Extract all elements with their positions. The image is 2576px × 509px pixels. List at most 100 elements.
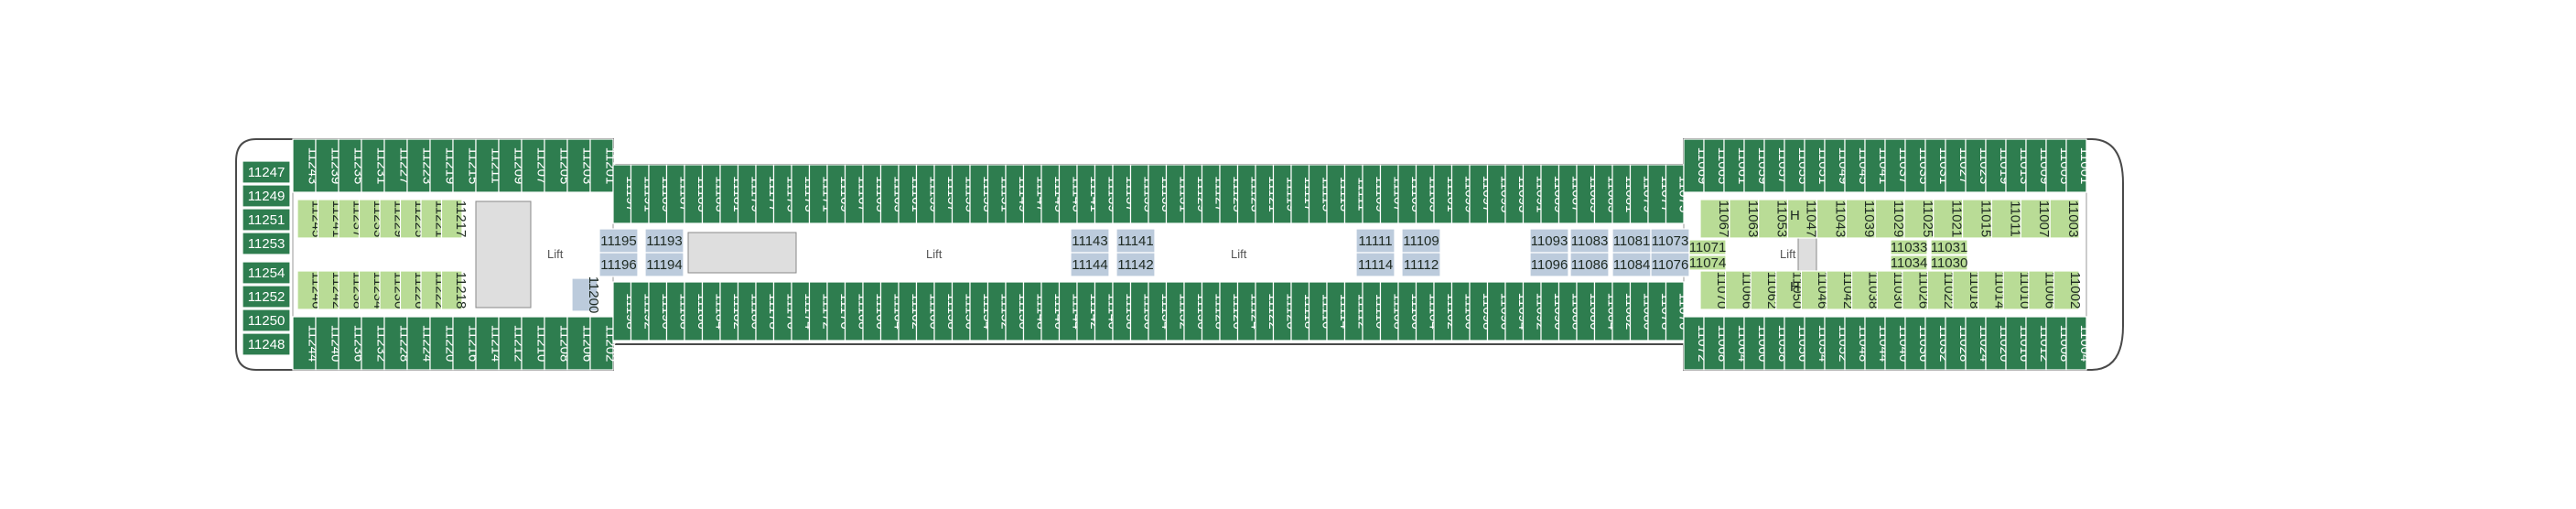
aft-lift-label: Lift — [547, 247, 564, 261]
cabin-shape — [1699, 270, 1727, 310]
stern-cabin[interactable]: 11253 — [242, 232, 291, 255]
cabin-number: 11093 — [1531, 233, 1568, 249]
stern-cabin[interactable]: 11247 — [242, 160, 291, 184]
cabin-shape — [406, 316, 431, 371]
fore-balcony-cabin[interactable]: 11001 — [2065, 138, 2093, 193]
cabin-shape — [589, 316, 614, 371]
fore-oceanview-cabin[interactable]: 11007 — [2020, 199, 2052, 239]
cabin-number: 11112 — [1404, 257, 1439, 273]
mid-interior-cabin[interactable]: 11073 — [1650, 228, 1690, 254]
mid-interior-cabin[interactable]: 11112 — [1401, 252, 1441, 277]
mid-interior-cabin[interactable]: 11083 — [1569, 228, 1610, 254]
mid-interior-cabin[interactable]: 11144 — [1070, 252, 1110, 277]
fore-oceanview-cabin[interactable]: 11003 — [2049, 199, 2081, 239]
stern-cabin[interactable]: 11250 — [242, 309, 291, 332]
cabin-number: 11217 — [453, 200, 469, 238]
cabin-shape — [1978, 270, 2004, 310]
cabin-number: 11251 — [248, 212, 286, 228]
cabin-number: 11114 — [1358, 257, 1393, 273]
mid-interior-cabin[interactable]: 11111 — [1355, 228, 1396, 254]
fore-balcony-cabin[interactable]: 11024 — [1965, 316, 1992, 371]
stern-cabin[interactable]: 11252 — [242, 285, 291, 309]
fore-balcony-cabin[interactable]: 11061 — [1723, 138, 1751, 193]
aft-oceanview-cabin[interactable]: 11217 — [440, 199, 469, 239]
cabin-shape — [544, 138, 568, 193]
cabin-shape — [566, 138, 591, 193]
aft-balcony-cabin[interactable]: 11236 — [338, 316, 367, 371]
mid-interior-cabin[interactable]: 11141 — [1116, 228, 1156, 254]
fore-balcony-cabin[interactable]: 11004 — [2065, 316, 2093, 371]
fore-oceanview-cabin[interactable]: 11029 — [1874, 199, 1906, 239]
mid-interior-cabin[interactable]: 11142 — [1116, 252, 1156, 277]
aft-oceanview-cabin[interactable]: 11218 — [440, 270, 469, 310]
fore-side-cabin[interactable]: 11030 — [1930, 254, 1968, 271]
cabin-number: 11083 — [1571, 233, 1609, 249]
aft-balcony-cabin[interactable]: 11215 — [452, 138, 481, 193]
mid-interior-cabin[interactable]: 11193 — [644, 228, 684, 254]
cabin-shape — [406, 138, 431, 193]
fore-oceanview-cabin[interactable]: 11063 — [1729, 199, 1761, 239]
mid-interior-cabin[interactable]: 11195 — [598, 228, 639, 254]
stern-cabin[interactable]: 11249 — [242, 184, 291, 208]
aft-balcony-cabin[interactable]: 11223 — [406, 138, 436, 193]
cabin-number: 11004 — [2077, 325, 2093, 363]
cabin-number: 11071 — [1689, 240, 1727, 255]
aft-balcony-cabin[interactable]: 11202 — [589, 316, 619, 371]
fore-oceanview-cabin[interactable]: 11047 — [1786, 199, 1819, 239]
fore-oceanview-cabin[interactable]: 11067 — [1699, 199, 1731, 239]
fore-oceanview-cabin[interactable]: 11002 — [2053, 270, 2083, 310]
cabin-number: 11029 — [1891, 200, 1906, 238]
mid-interior-cabin[interactable]: 11143 — [1070, 228, 1110, 254]
mid-interior-cabin[interactable]: 11109 — [1401, 228, 1441, 254]
fore-oceanview-cabin[interactable]: 11026 — [1902, 270, 1932, 310]
fore-side-cabin[interactable]: 11031 — [1930, 239, 1968, 255]
fore-oceanview-cabin[interactable]: 11025 — [1903, 199, 1935, 239]
mid-balcony-cabin[interactable]: 11076 — [1665, 281, 1692, 341]
fore-side-cabin[interactable]: 11034 — [1890, 254, 1928, 271]
mid-interior-cabin[interactable]: 11086 — [1569, 252, 1610, 277]
mid-interior-cabin[interactable]: 11096 — [1529, 252, 1569, 277]
stern-cabin[interactable]: 11248 — [242, 332, 291, 356]
fore-side-cabin[interactable]: 11033 — [1890, 239, 1928, 255]
aft-staircase — [475, 200, 532, 309]
fore-oceanview-cabin[interactable]: 11039 — [1845, 199, 1877, 239]
cabin-number: 11143 — [1072, 233, 1108, 249]
cabin-shape — [242, 232, 291, 255]
mid-interior-cabin[interactable]: 11114 — [1355, 252, 1396, 277]
cabin-number: 11011 — [2007, 200, 2022, 237]
mid-interior-cabin[interactable]: 11076 — [1650, 252, 1690, 277]
cabin-shape — [475, 316, 500, 371]
fore-side-cabin[interactable]: 11071 — [1688, 239, 1727, 255]
mid-interior-cabin[interactable]: 11093 — [1529, 228, 1569, 254]
fore-oceanview-cabin[interactable]: 11011 — [1990, 199, 2022, 239]
mid-balcony-cabin[interactable]: 11149 — [1005, 164, 1031, 224]
cabin-number: 11218 — [453, 272, 469, 309]
fore-oceanview-cabin[interactable]: 11053 — [1758, 199, 1790, 239]
fore-oceanview-cabin[interactable]: 11021 — [1933, 199, 1965, 239]
fore-oceanview-cabin[interactable]: 11046 — [1800, 270, 1830, 310]
mid-interior-cabin[interactable]: 11084 — [1611, 252, 1652, 277]
mid-interior-cabin[interactable]: 11196 — [598, 252, 639, 277]
cabin-number: 11033 — [1891, 240, 1928, 255]
mid-interior-cabin[interactable]: 11194 — [644, 252, 684, 277]
mid-interior-cabin[interactable]: 11081 — [1611, 228, 1652, 254]
aft-interior-cabin[interactable]: 11200 — [571, 276, 601, 314]
stern-cabin[interactable]: 11251 — [242, 208, 291, 232]
aft-balcony-cabin[interactable]: 11201 — [589, 138, 619, 193]
cabin-number: 11252 — [248, 289, 286, 305]
cabin-number: 11193 — [646, 233, 683, 249]
cabin-number: 11067 — [1716, 200, 1731, 238]
fore-side-cabin[interactable]: 11074 — [1688, 254, 1727, 271]
fore-oceanview-cabin[interactable]: 11043 — [1816, 199, 1848, 239]
cabin-number: 11002 — [2067, 272, 2083, 309]
cabin-number: 11096 — [1531, 257, 1568, 273]
cabin-shape — [1930, 254, 1968, 271]
cabin-shape — [440, 270, 463, 310]
cabin-shape — [2049, 199, 2080, 239]
fore-oceanview-cabin[interactable]: 11015 — [1962, 199, 1994, 239]
cabin-shape — [2020, 199, 2051, 239]
mid-lift-label-1: Lift — [926, 247, 943, 261]
cabin-number: 11034 — [1891, 255, 1928, 271]
stern-cabin[interactable]: 11254 — [242, 261, 291, 285]
